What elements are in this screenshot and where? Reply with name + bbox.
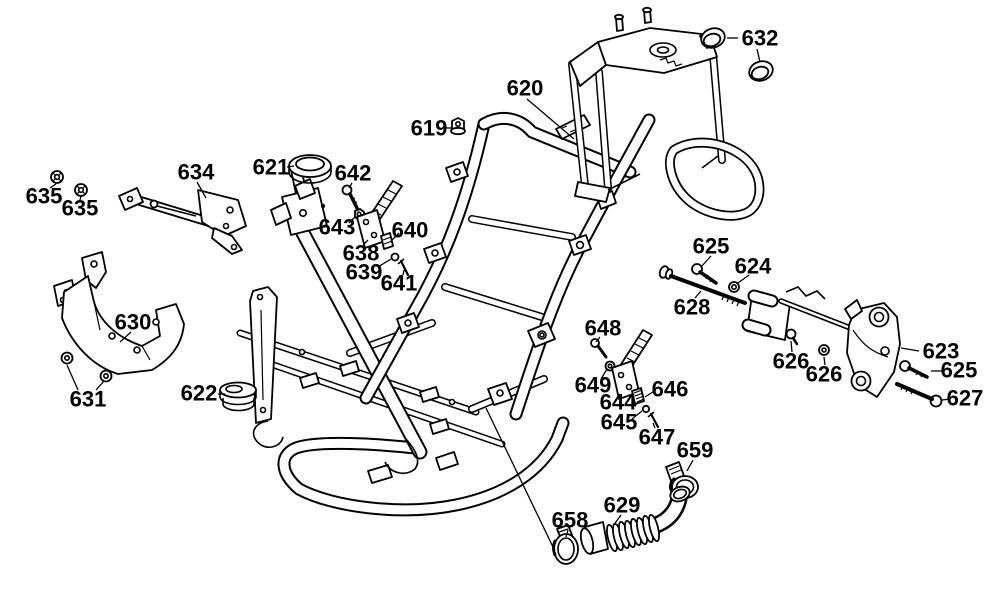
leader-line-629 [612, 514, 622, 527]
leader-line-646 [644, 389, 657, 398]
part-label-645: 645 [601, 410, 638, 435]
leader-line-643 [348, 216, 356, 224]
leader-line-659 [686, 459, 694, 472]
part-625-bolt-top-glyph [691, 263, 718, 285]
leader-line-624 [737, 274, 750, 284]
leader-line-635 [49, 183, 57, 189]
leader-line-635 [79, 195, 82, 201]
part-641-pin-glyph [397, 258, 410, 277]
part-627-bolt-glyph [895, 382, 943, 408]
part-label-635: 635 [26, 184, 63, 209]
part-label-634: 634 [178, 160, 215, 185]
part-label-647: 647 [639, 425, 676, 450]
part-648-bolt-glyph [590, 338, 608, 359]
part-632-caps-glyph [700, 27, 774, 82]
leader-line-626 [823, 356, 826, 366]
part-label-623: 623 [923, 339, 960, 364]
leader-line-625 [700, 255, 712, 268]
part-645-washer-glyph [641, 404, 651, 414]
leader-line-630 [119, 331, 132, 343]
part-label-619: 619 [411, 116, 448, 141]
leader-line-623 [900, 347, 920, 352]
part-label-627: 627 [947, 386, 984, 411]
part-label-638: 638 [343, 241, 380, 266]
duct-position-leader-line [485, 407, 554, 548]
part-634-bracket-glyph [118, 187, 247, 255]
part-639-washer-glyph [390, 252, 400, 262]
frame-620-artwork [240, 6, 759, 548]
leader-line-641 [402, 269, 405, 276]
part-label-621: 621 [253, 155, 290, 180]
part-647-pin-glyph [647, 411, 660, 429]
part-label-649: 649 [575, 373, 612, 398]
leader-line-640 [391, 232, 400, 241]
leader-line-647 [652, 422, 656, 429]
part-625-bolt-right-glyph [899, 360, 929, 379]
part-label-628: 628 [674, 295, 711, 320]
part-label-643: 643 [319, 215, 356, 240]
leader-lines-layer [49, 37, 951, 538]
part-label-631: 631 [70, 387, 107, 412]
part-629-duct-glyph [579, 485, 691, 555]
part-label-658: 658 [552, 508, 589, 533]
leader-line-621 [286, 165, 295, 168]
part-label-640: 640 [392, 218, 429, 243]
part-626-nuts-glyph [785, 328, 830, 356]
leader-line-631 [95, 380, 105, 391]
part-label-641: 641 [381, 271, 418, 296]
part-646-spring-glyph [631, 387, 645, 405]
part-label-625: 625 [693, 234, 730, 259]
leader-line-628 [694, 290, 702, 299]
part-630-bracket-glyph [53, 251, 185, 375]
leader-line-626 [790, 340, 793, 353]
part-619-nut-glyph [450, 117, 466, 136]
part-label-644: 644 [600, 390, 637, 415]
part-642-bolt-glyph [341, 184, 359, 210]
part-658-clamp-glyph [552, 524, 579, 565]
part-640-nut-glyph [380, 232, 394, 250]
part-635-nuts-glyph [50, 170, 88, 197]
part-label-620: 620 [507, 76, 544, 101]
leader-line-620 [526, 98, 575, 140]
leader-line-642 [348, 182, 353, 189]
part-label-630: 630 [115, 310, 152, 335]
part-label-625: 625 [941, 358, 978, 383]
leader-line-645 [631, 410, 643, 420]
part-label-648: 648 [585, 316, 622, 341]
leader-line-648 [595, 336, 601, 343]
part-621-ring-glyph [288, 154, 332, 184]
leader-line-658 [565, 529, 569, 538]
part-628-bolt-glyph [658, 265, 747, 307]
leader-line-639 [377, 258, 392, 268]
part-label-642: 642 [335, 161, 372, 186]
part-624-nut-glyph [728, 281, 740, 293]
leader-line-631 [66, 364, 79, 391]
part-label-635: 635 [62, 196, 99, 221]
leader-line-649 [600, 368, 608, 380]
part-label-626: 626 [806, 362, 843, 387]
leader-line-627 [941, 398, 951, 401]
part-label-622: 622 [181, 381, 218, 406]
part-623-engine-bracket-glyph [747, 286, 901, 398]
part-label-639: 639 [346, 260, 383, 285]
leader-line-634 [196, 181, 207, 199]
part-labels-layer: 6196206216226236246256256266266276286296… [26, 26, 984, 533]
part-label-632: 632 [742, 26, 779, 51]
leader-line-638 [363, 239, 369, 245]
part-label-659: 659 [677, 438, 714, 463]
part-631-nuts-glyph [60, 351, 113, 383]
part-label-629: 629 [604, 493, 641, 518]
leader-line-632 [756, 48, 761, 63]
part-label-626: 626 [773, 349, 810, 374]
part-644-stand-bracket-glyph [611, 329, 653, 400]
part-label-624: 624 [735, 254, 772, 279]
part-label-646: 646 [652, 377, 689, 402]
part-622-grommet-glyph [219, 381, 257, 412]
